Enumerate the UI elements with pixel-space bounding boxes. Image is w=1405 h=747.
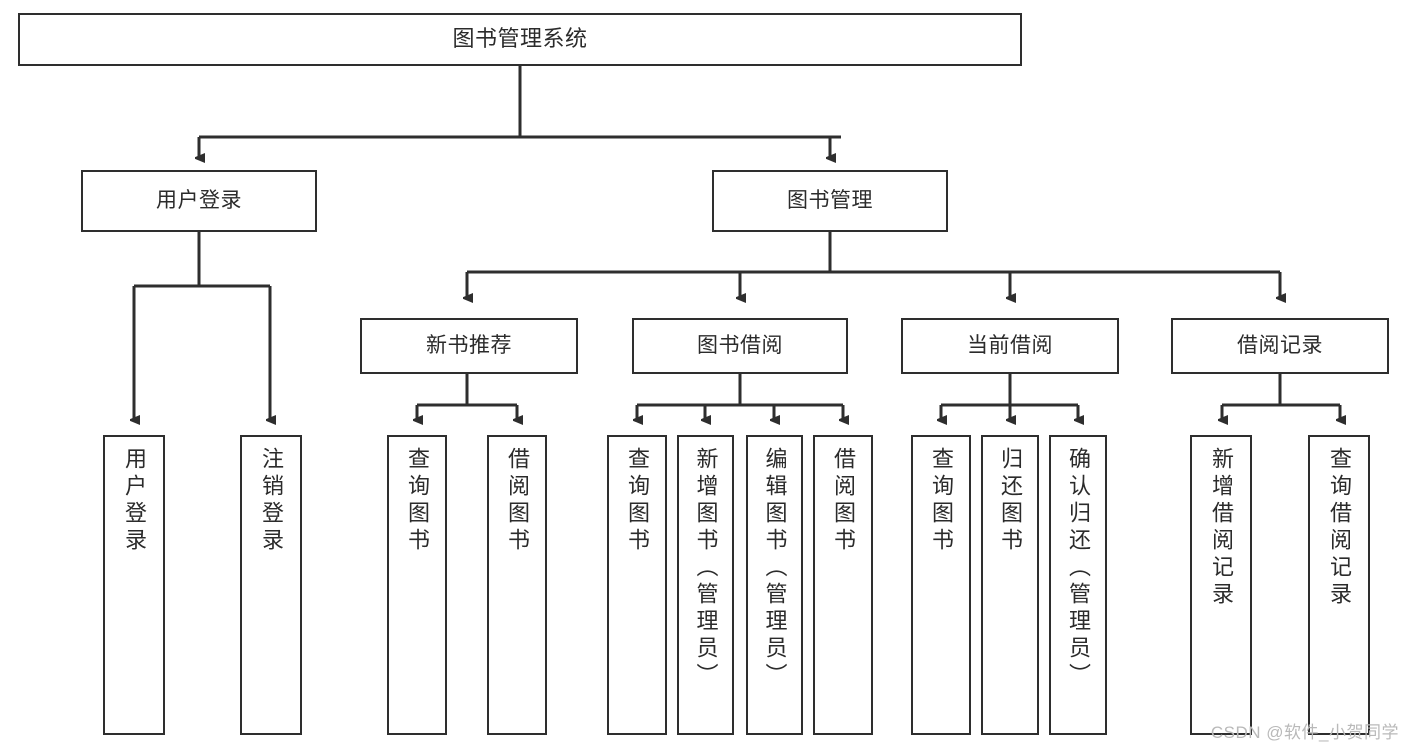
node-label: 查询图书 bbox=[929, 447, 954, 555]
leaf-record-query-borrow-record[interactable]: 查询借阅记录 bbox=[1308, 435, 1370, 735]
node-current-borrow[interactable]: 当前借阅 bbox=[901, 318, 1119, 374]
leaf-borrow-add-book-admin[interactable]: 新增图书（管理员） bbox=[677, 435, 734, 735]
leaf-borrow-query-book[interactable]: 查询图书 bbox=[607, 435, 667, 735]
node-user-login[interactable]: 用户登录 bbox=[81, 170, 317, 232]
node-label: 新书推荐 bbox=[426, 334, 512, 358]
node-label: 新增图书（管理员） bbox=[693, 447, 719, 690]
node-new-book-recommend[interactable]: 新书推荐 bbox=[360, 318, 578, 374]
leaf-user-logout[interactable]: 注销登录 bbox=[240, 435, 302, 735]
node-label: 查询图书 bbox=[405, 447, 430, 555]
leaf-record-add-borrow-record[interactable]: 新增借阅记录 bbox=[1190, 435, 1252, 735]
node-label: 图书借阅 bbox=[697, 334, 783, 358]
node-label: 查询图书 bbox=[625, 447, 650, 555]
node-label: 查询借阅记录 bbox=[1327, 447, 1352, 609]
leaf-current-confirm-return-admin[interactable]: 确认归还（管理员） bbox=[1049, 435, 1107, 735]
node-label: 用户登录 bbox=[122, 447, 147, 555]
leaf-recommend-borrow-book[interactable]: 借阅图书 bbox=[487, 435, 547, 735]
node-label: 编辑图书（管理员） bbox=[762, 447, 788, 690]
node-label: 归还图书 bbox=[998, 447, 1023, 555]
node-label: 图书管理 bbox=[787, 189, 873, 213]
leaf-borrow-edit-book-admin[interactable]: 编辑图书（管理员） bbox=[746, 435, 803, 735]
watermark-text: CSDN @软件_小贺同学 bbox=[1210, 723, 1399, 742]
node-label: 确认归还（管理员） bbox=[1066, 447, 1091, 690]
node-label: 图书管理系统 bbox=[452, 26, 588, 52]
node-label: 借阅记录 bbox=[1237, 334, 1323, 358]
node-label: 借阅图书 bbox=[505, 447, 530, 555]
node-book-management-system[interactable]: 图书管理系统 bbox=[18, 13, 1022, 66]
leaf-recommend-query-book[interactable]: 查询图书 bbox=[387, 435, 447, 735]
node-label: 新增借阅记录 bbox=[1209, 447, 1234, 609]
node-label: 用户登录 bbox=[156, 189, 242, 213]
leaf-borrow-borrow-book[interactable]: 借阅图书 bbox=[813, 435, 873, 735]
node-label: 借阅图书 bbox=[831, 447, 856, 555]
node-label: 注销登录 bbox=[259, 447, 284, 555]
leaf-current-return-book[interactable]: 归还图书 bbox=[981, 435, 1039, 735]
leaf-user-login[interactable]: 用户登录 bbox=[103, 435, 165, 735]
node-book-management[interactable]: 图书管理 bbox=[712, 170, 948, 232]
node-book-borrow[interactable]: 图书借阅 bbox=[632, 318, 848, 374]
node-borrow-record[interactable]: 借阅记录 bbox=[1171, 318, 1389, 374]
node-label: 当前借阅 bbox=[967, 334, 1053, 358]
leaf-current-query-book[interactable]: 查询图书 bbox=[911, 435, 971, 735]
